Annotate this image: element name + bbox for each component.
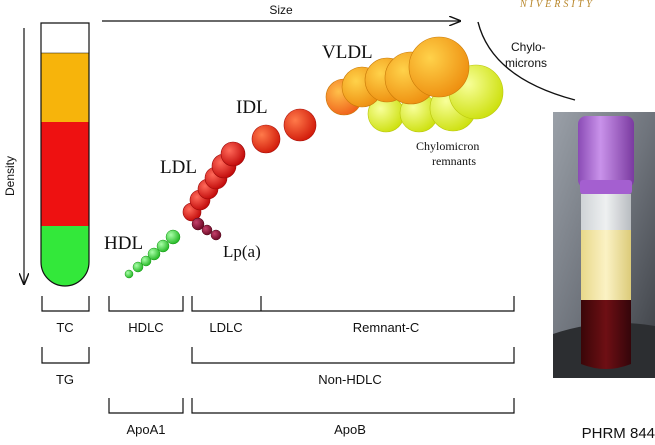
hdl-particle <box>132 261 144 273</box>
lpa-particles <box>191 217 222 241</box>
idl-particle <box>283 108 317 142</box>
hdl-particle <box>165 229 181 245</box>
chylomicron-arc <box>477 21 576 101</box>
ldlc-remnant-bracket <box>191 296 515 312</box>
test-tube <box>40 22 90 287</box>
tube-segment-empty <box>41 23 89 53</box>
hdl-label: HDL <box>104 233 143 254</box>
hdl-particle <box>147 247 161 261</box>
apoa1-label: ApoA1 <box>126 422 165 437</box>
apob-bracket <box>191 398 515 414</box>
tube-cap-ring <box>580 180 632 194</box>
tube-segment-orange <box>41 53 89 122</box>
hdl-particle <box>156 239 170 253</box>
apob-label: ApoB <box>334 422 366 437</box>
tube-cap <box>578 116 634 188</box>
lpa-label: Lp(a) <box>223 242 261 261</box>
tube-segment-red <box>41 122 89 226</box>
remnant-c-label: Remnant-C <box>353 320 419 335</box>
hdlc-label: HDLC <box>128 320 163 335</box>
idl-particles <box>251 108 317 154</box>
tube-glass <box>581 194 631 230</box>
non-hdlc-label: Non-HDLC <box>318 372 382 387</box>
tube-cells <box>581 300 631 369</box>
tc-bracket <box>41 296 90 312</box>
tube-segment-green <box>41 226 89 286</box>
tube-plasma <box>581 230 631 300</box>
chylomicron-remnants-label-line2: remnants <box>432 154 476 168</box>
apoa1-bracket <box>108 398 184 414</box>
tube-outline <box>40 22 90 287</box>
vldl-particles <box>325 36 470 116</box>
vldl-particle <box>408 36 470 98</box>
chylomicron-remnants-label-line1: Chylomicron <box>416 139 479 153</box>
chylomicrons-label-line2: microns <box>505 56 547 70</box>
idl-label: IDL <box>236 97 268 118</box>
university-wordmark: NIVERSITY <box>520 0 595 10</box>
hdl-particles <box>124 229 181 279</box>
ldl-particles <box>182 141 246 222</box>
blood-tube-photo <box>553 112 655 378</box>
ldlc-label: LDLC <box>209 320 242 335</box>
non-hdlc-bracket <box>191 347 515 364</box>
ldl-particle <box>220 141 246 167</box>
vldl-label: VLDL <box>322 42 373 63</box>
tg-bracket <box>41 347 90 364</box>
size-axis-label: Size <box>269 3 293 17</box>
density-axis-label: Density <box>3 156 17 196</box>
hdl-particle <box>124 269 134 279</box>
course-code: PHRM 844 <box>581 425 655 442</box>
tg-label: TG <box>56 372 74 387</box>
hdlc-bracket <box>108 296 184 312</box>
hdl-particle <box>140 255 152 267</box>
ldl-label: LDL <box>160 157 197 178</box>
tc-label: TC <box>56 320 73 335</box>
idl-particle <box>251 124 281 154</box>
lpa-particle <box>191 217 205 231</box>
lpa-particle <box>210 229 222 241</box>
lpa-particle <box>201 224 213 236</box>
chylomicrons-label-line1: Chylo- <box>511 40 546 54</box>
